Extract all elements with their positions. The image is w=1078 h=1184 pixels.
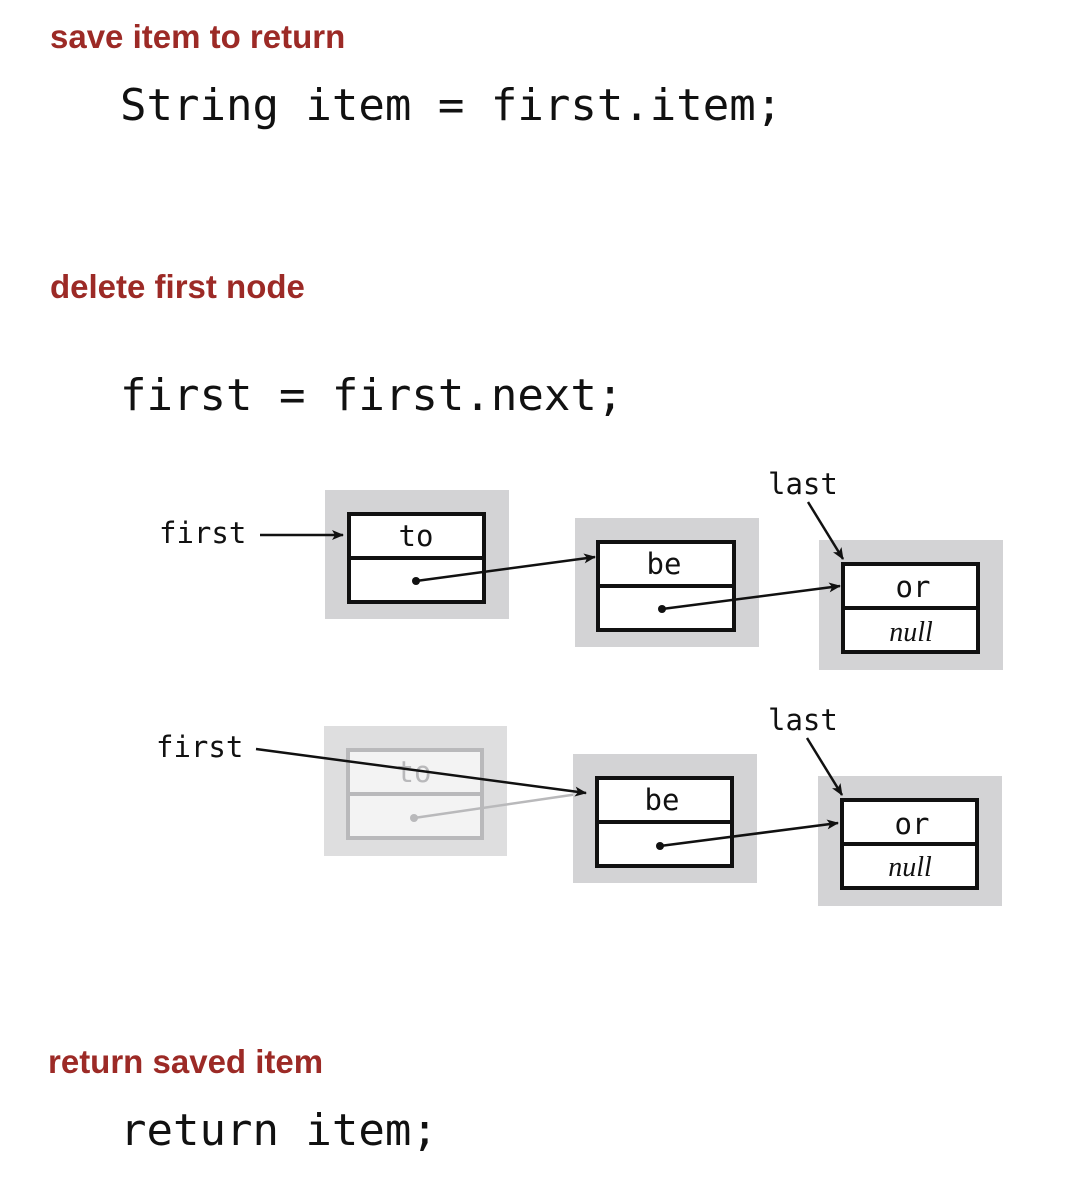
list-after: to be or null first last xyxy=(156,703,1002,906)
node-item-text: or xyxy=(895,807,930,841)
code-save-item: String item = first.item; xyxy=(120,80,783,131)
code-delete-first: first = first.next; xyxy=(120,370,624,421)
first-label: first xyxy=(159,516,246,550)
node-after-or: or null xyxy=(818,776,1002,906)
node-item-text: to xyxy=(399,519,434,553)
link-to-be-faded xyxy=(413,789,586,820)
first-label: first xyxy=(156,730,243,764)
node-next-null-text: null xyxy=(889,617,933,648)
first-pointer xyxy=(255,747,587,797)
node-item-text: be xyxy=(647,547,682,581)
step-label-save-item: save item to return xyxy=(50,18,346,55)
list-before: to be or null first last xyxy=(159,467,1003,670)
link-be-or xyxy=(661,582,841,611)
link-to-be xyxy=(415,553,596,583)
last-pointer xyxy=(806,501,845,560)
code-return-item: return item; xyxy=(120,1105,438,1156)
node-after-to-faded: to xyxy=(324,726,586,856)
last-pointer xyxy=(805,737,844,796)
last-label: last xyxy=(768,703,838,737)
step-label-delete-first: delete first node xyxy=(50,268,305,305)
node-before-or: or null xyxy=(819,540,1003,670)
node-before-to: to xyxy=(325,490,509,619)
last-label: last xyxy=(768,467,838,501)
node-before-be: be xyxy=(575,518,759,647)
step-label-return-item: return saved item xyxy=(48,1043,324,1080)
link-be-or xyxy=(659,819,839,848)
node-item-text: or xyxy=(896,570,931,604)
node-after-be: be xyxy=(573,754,757,883)
node-item-text: be xyxy=(645,783,680,817)
node-next-null-text: null xyxy=(888,852,932,883)
